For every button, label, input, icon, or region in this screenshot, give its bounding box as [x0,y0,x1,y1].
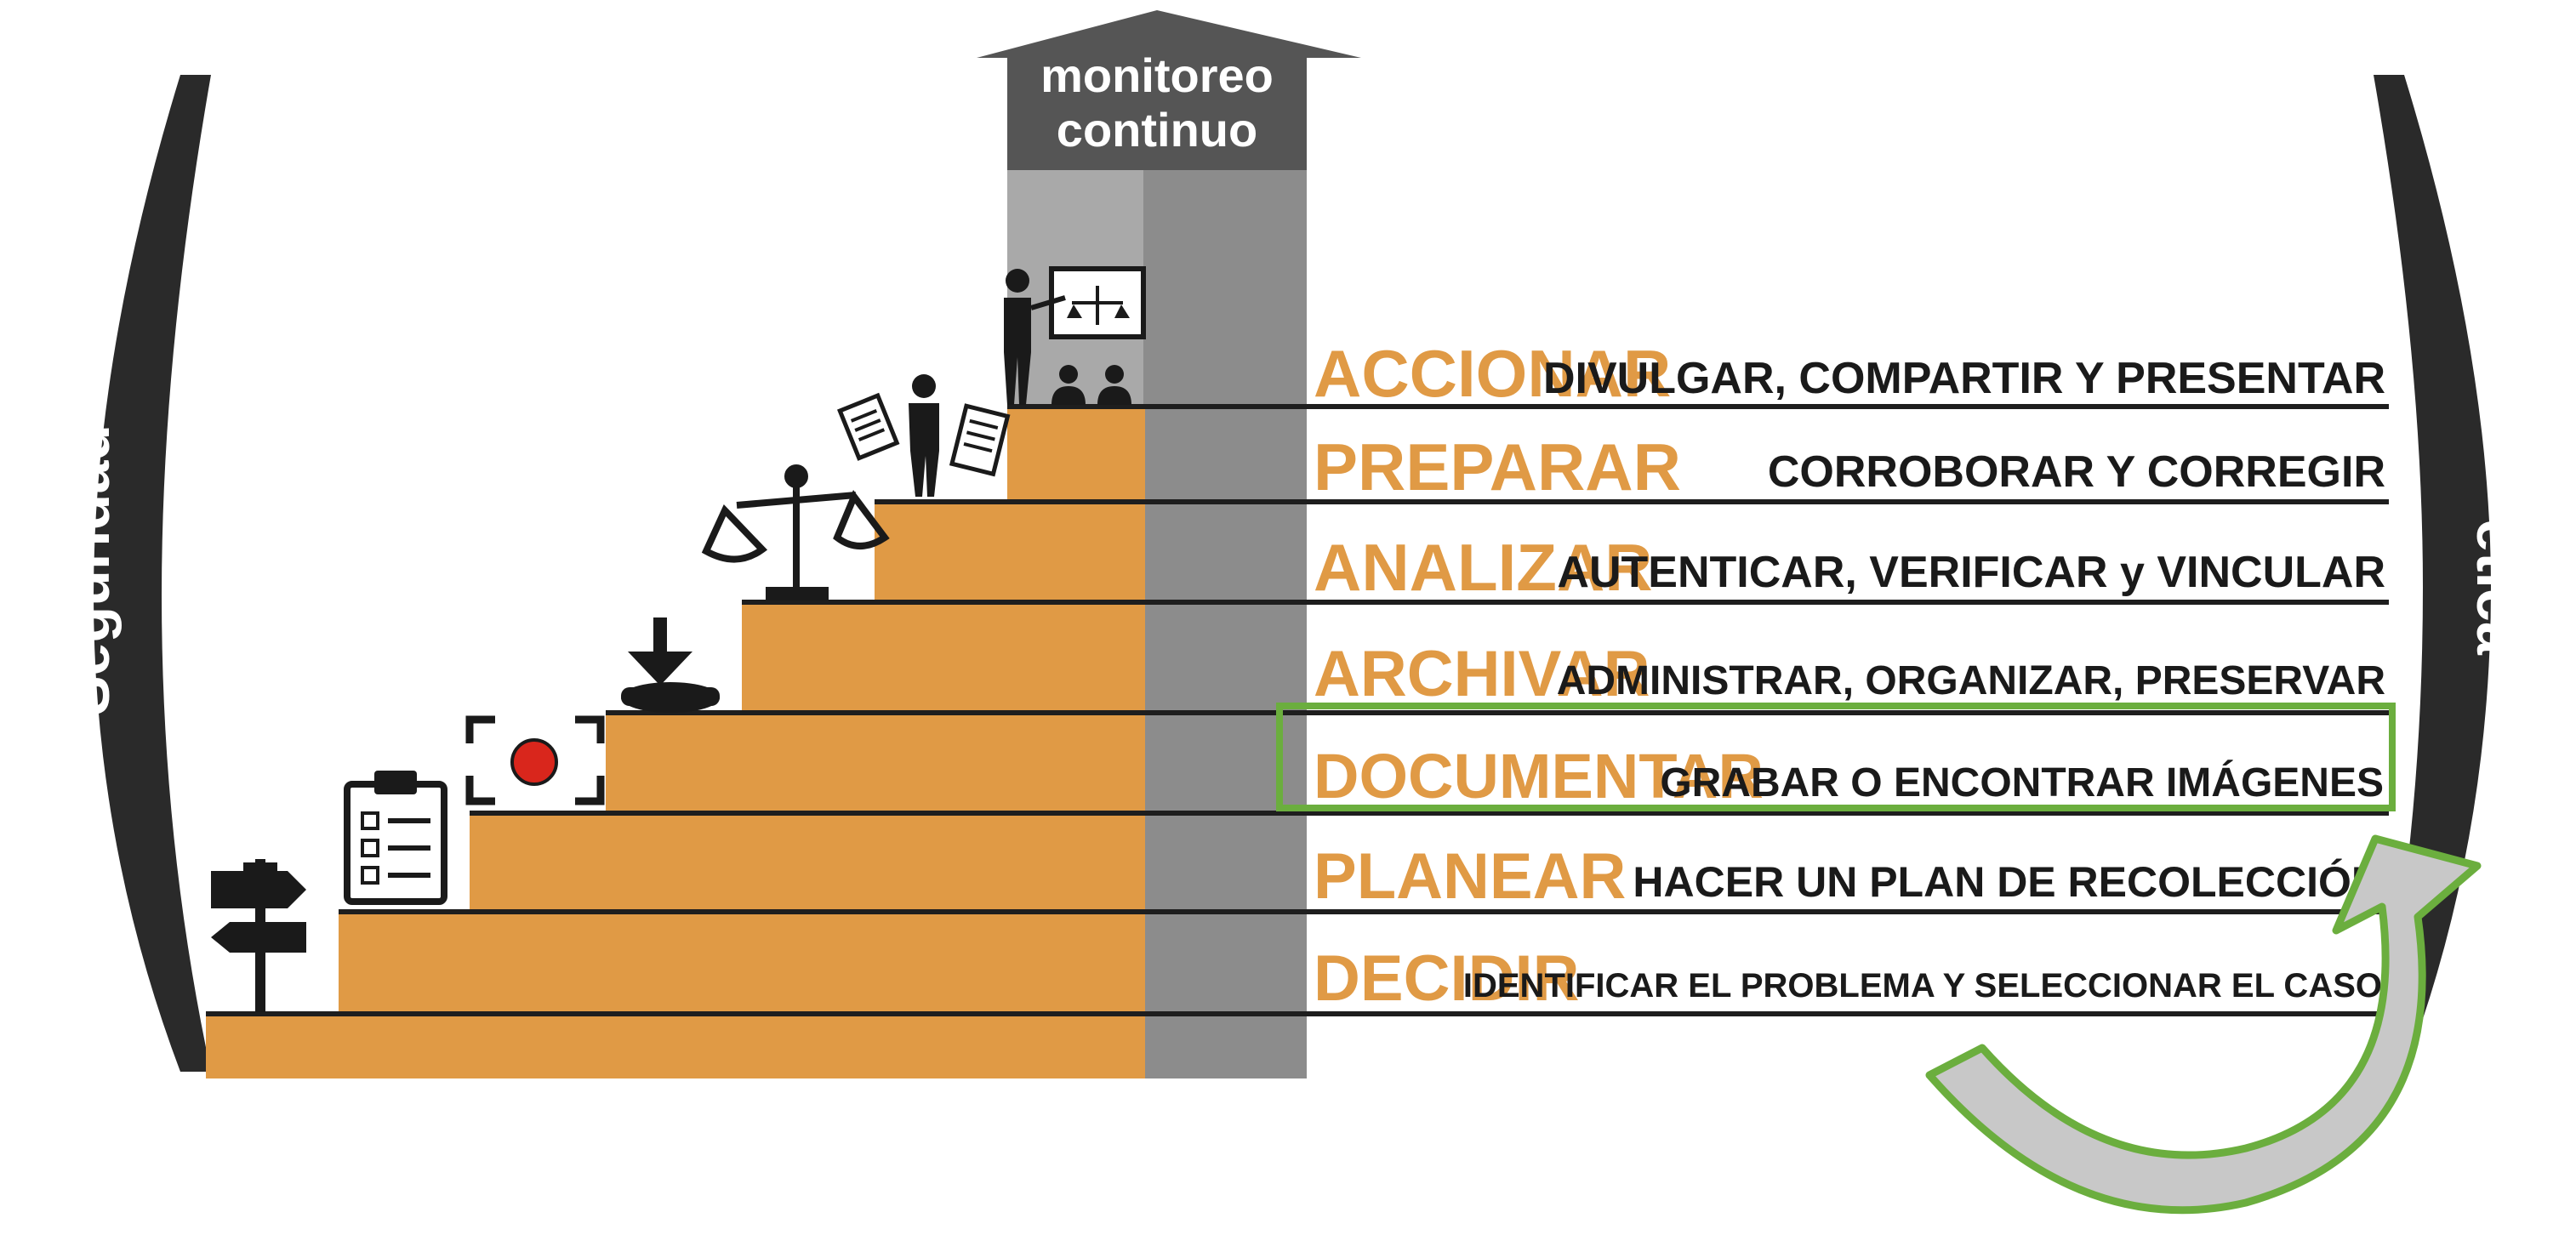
step-name-documentar: DOCUMENTAR [1314,741,1764,811]
arrow-label-line2: continuo [1057,103,1257,156]
stair-block-5 [742,602,1145,713]
stair-block-7 [1007,407,1145,504]
step-row-archivar: ARCHIVAR ADMINISTRAR, ORGANIZAR, PRESERV… [1314,638,2385,710]
stair-block-6 [875,502,1145,604]
step-name-accionar: ACCIONAR [1314,336,1671,411]
right-bracket-label: ética [2465,519,2531,656]
stair-block-4 [606,711,1145,815]
step-desc-analizar: AUTENTICAR, VERIFICAR y VINCULAR [1557,548,2385,597]
step-row-decidir: DECIDIR IDENTIFICAR EL PROBLEMA Y SELECC… [1314,942,2382,1015]
clipboard-checklist-icon [344,771,447,905]
stair-block-1 [206,1012,1145,1078]
curved-return-arrow [1925,834,2482,1215]
monitoreo-continuo-arrow: monitoreo continuo [977,10,1361,170]
step-row-preparar: PREPARAR CORROBORAR Y CORREGIR [1314,430,2385,504]
stair-block-3 [470,813,1145,913]
documentar-highlight-box [1276,703,2396,811]
step-name-decidir: DECIDIR [1314,942,1579,1015]
right-bracket: ética [2374,75,2531,1072]
step-lines [206,404,2389,1016]
step-desc-preparar: CORROBORAR Y CORREGIR [1768,447,2385,497]
stair-block-2 [339,912,1145,1014]
step-row-analizar: ANALIZAR AUTENTICAR, VERIFICAR y VINCULA… [1314,530,2385,605]
step-rows: ACCIONAR DIVULGAR, COMPARTIR Y PRESENTAR… [1276,336,2396,1015]
step-name-planear: PLANEAR [1314,840,1626,913]
step-name-analizar: ANALIZAR [1314,530,1653,605]
step-name-preparar: PREPARAR [1314,430,1681,504]
staircase [206,407,1145,1078]
step-name-archivar: ARCHIVAR [1314,638,1650,710]
step-desc-decidir: IDENTIFICAR EL PROBLEMA Y SELECCIONAR EL… [1463,967,2382,1004]
scales-icon [701,464,890,600]
arrow-label-line1: monitoreo [1040,48,1274,102]
step-desc-archivar: ADMINISTRAR, ORGANIZAR, PRESERVAR [1557,658,2385,703]
step-desc-accionar: DIVULGAR, COMPARTIR Y PRESENTAR [1543,354,2385,403]
person-documents-icon [837,374,1011,497]
step-desc-documentar: GRABAR O ENCONTRAR IMÁGENES [1660,760,2384,805]
step-row-documentar: DOCUMENTAR GRABAR O ENCONTRAR IMÁGENES [1276,703,2396,811]
step-row-planear: PLANEAR HACER UN PLAN DE RECOLECCIÓN [1314,840,2382,913]
record-camera-icon [465,715,605,805]
left-bracket: Seguridad [55,75,211,1072]
step-row-accionar: ACCIONAR DIVULGAR, COMPARTIR Y PRESENTAR [1314,336,2385,411]
signpost-icon [211,859,306,1012]
step-desc-planear: HACER UN PLAN DE RECOLECCIÓN [1633,858,2382,906]
presenter-audience-icon [1004,266,1146,405]
download-archive-icon [621,617,720,713]
left-bracket-label: Seguridad [55,424,122,715]
